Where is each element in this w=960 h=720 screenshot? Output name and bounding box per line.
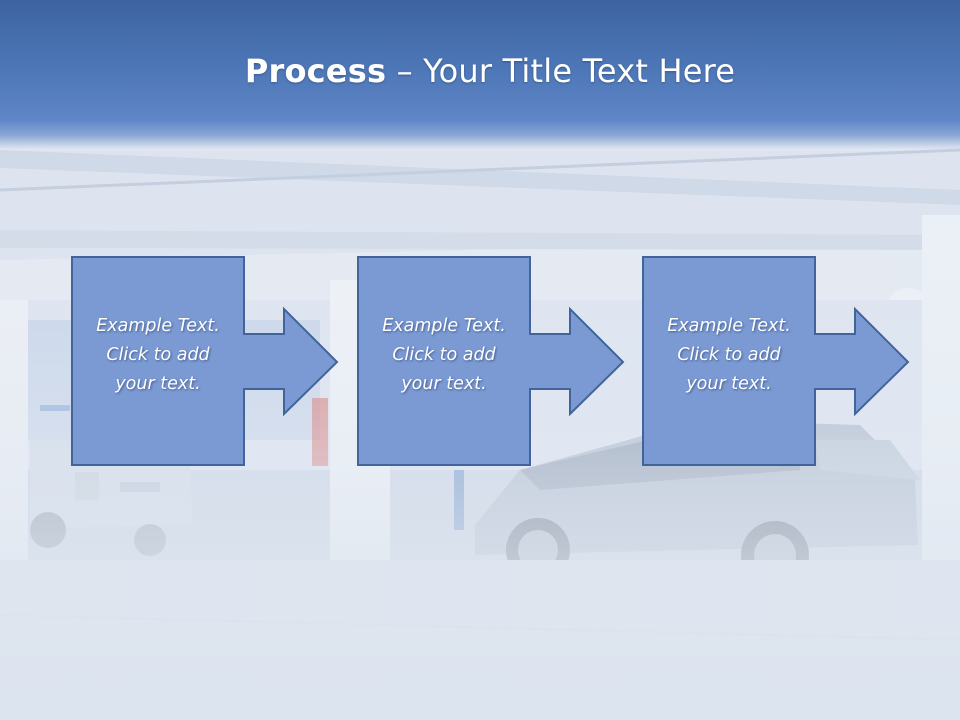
step-2-text[interactable]: Example Text. Click to add your text. <box>382 316 506 394</box>
process-step-3[interactable]: Example Text. Click to add your text. <box>642 256 933 467</box>
step-1-box-arrow <box>71 256 339 466</box>
process-step-2[interactable]: Example Text. Click to add your text. <box>357 256 648 467</box>
title-bold: Process <box>244 52 387 90</box>
step-2-box-arrow <box>357 256 625 466</box>
title-rest: – Your Title Text Here <box>386 52 736 90</box>
process-step-1[interactable]: Example Text. Click to add your text. <box>71 256 362 467</box>
step-1-text[interactable]: Example Text. Click to add your text. <box>96 316 220 394</box>
step-3-box-arrow <box>642 256 910 466</box>
step-3-text[interactable]: Example Text. Click to add your text. <box>667 316 791 394</box>
slide-title[interactable]: Process – Your Title Text Here <box>0 52 960 90</box>
title-band <box>0 0 960 150</box>
